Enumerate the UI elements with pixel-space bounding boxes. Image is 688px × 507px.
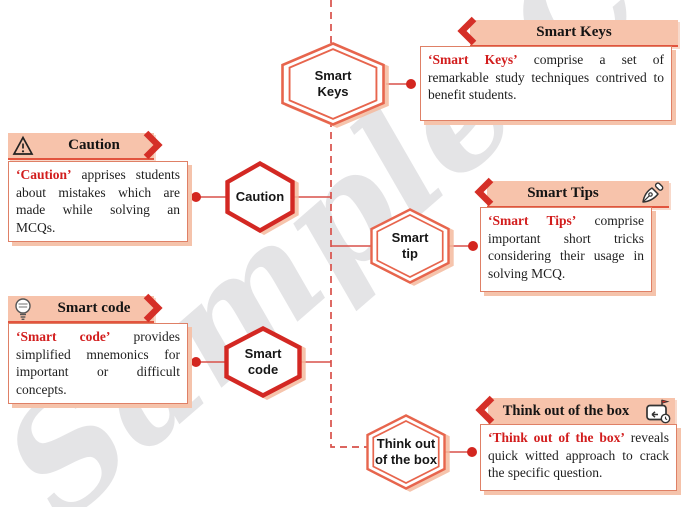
node-label-line: tip xyxy=(402,246,418,261)
body-text: comprise a set of remarkable study techn… xyxy=(428,52,664,102)
chevron-right-icon xyxy=(143,293,163,323)
card-think-box-body: ‘Think out of the box’ reveals quick wit… xyxy=(480,424,677,491)
card-caution-body: ‘Caution’ apprises students about mistak… xyxy=(8,161,188,242)
warning-triangle-icon xyxy=(12,135,34,155)
node-label-smart-keys: Smart Keys xyxy=(281,42,385,126)
card-title: Smart Keys xyxy=(536,24,612,40)
keyword-text: ‘Smart code’ xyxy=(16,329,111,344)
node-caution: Caution xyxy=(225,161,295,233)
body-text: provides simplified mnemonics for import… xyxy=(16,329,180,397)
flag-box-clock-icon xyxy=(646,399,671,424)
chevron-left-icon xyxy=(474,177,494,207)
node-smart-tip: Smart tip xyxy=(370,208,450,284)
node-label-line: of the box xyxy=(374,452,438,467)
body-text: comprise important short tricks consider… xyxy=(488,213,644,281)
node-label-line: Keys xyxy=(317,84,349,99)
dot-smart-code xyxy=(191,357,201,367)
keyword-text: ‘Smart Keys’ xyxy=(428,52,518,67)
pen-nib-icon xyxy=(642,181,664,203)
keyword-text: ‘Caution’ xyxy=(16,167,72,182)
card-smart-keys-body: ‘Smart Keys’ comprise a set of remarkabl… xyxy=(420,46,672,121)
node-label-line: Caution xyxy=(235,189,285,204)
node-label-caution: Caution xyxy=(225,161,295,233)
card-title: Smart Tips xyxy=(527,185,599,201)
card-smart-code-banner: Smart code xyxy=(8,296,154,323)
card-caution-banner: Caution xyxy=(8,133,154,160)
body-text: apprises students about mistakes which a… xyxy=(16,167,180,235)
node-think-box: Think out of the box xyxy=(366,414,446,490)
hexagon-thick-border xyxy=(225,161,295,233)
node-label-think-box: Think out of the box xyxy=(366,414,446,490)
card-title: Caution xyxy=(68,137,120,153)
body-text: reveals quick witted approach to crack t… xyxy=(488,430,669,480)
node-label-smart-tip: Smart tip xyxy=(370,208,450,284)
dot-smart-keys xyxy=(406,79,416,89)
lightbulb-icon xyxy=(15,297,31,320)
card-title: Think out of the box xyxy=(502,402,630,419)
card-smart-code-body: ‘Smart code’ provides simplified mnemoni… xyxy=(8,323,188,404)
card-smart-keys-banner: Smart Keys xyxy=(470,20,678,47)
card-think-box-banner: Think out of the box xyxy=(488,398,675,426)
card-title: Smart code xyxy=(57,300,131,316)
node-label-line: Smart xyxy=(391,230,429,245)
node-smart-keys: Smart Keys xyxy=(281,42,385,126)
node-label-line: Smart xyxy=(244,346,282,361)
hexagon-double-border xyxy=(366,414,446,490)
node-label-line: Think out xyxy=(376,436,436,451)
chevron-left-icon xyxy=(457,16,477,46)
chevron-right-icon xyxy=(143,130,163,160)
card-smart-tips-banner: Smart Tips xyxy=(487,181,669,208)
node-smart-code: Smart code xyxy=(224,326,302,398)
chevron-left-icon xyxy=(475,395,495,425)
node-label-smart-code: Smart code xyxy=(224,326,302,398)
node-label-line: code xyxy=(247,362,279,377)
center-dashed-line xyxy=(330,0,368,448)
dot-smart-tip xyxy=(468,241,478,251)
hexagon-double-border xyxy=(281,42,385,126)
node-label-line: Smart xyxy=(314,68,352,83)
dot-caution xyxy=(191,192,201,202)
dot-think-box xyxy=(467,447,477,457)
hexagon-thick-border xyxy=(224,326,302,398)
keyword-text: ‘Think out of the box’ xyxy=(488,430,625,445)
card-smart-tips-body: ‘Smart Tips’ comprise important short tr… xyxy=(480,207,652,292)
hexagon-double-border xyxy=(370,208,450,284)
keyword-text: ‘Smart Tips’ xyxy=(488,213,577,228)
